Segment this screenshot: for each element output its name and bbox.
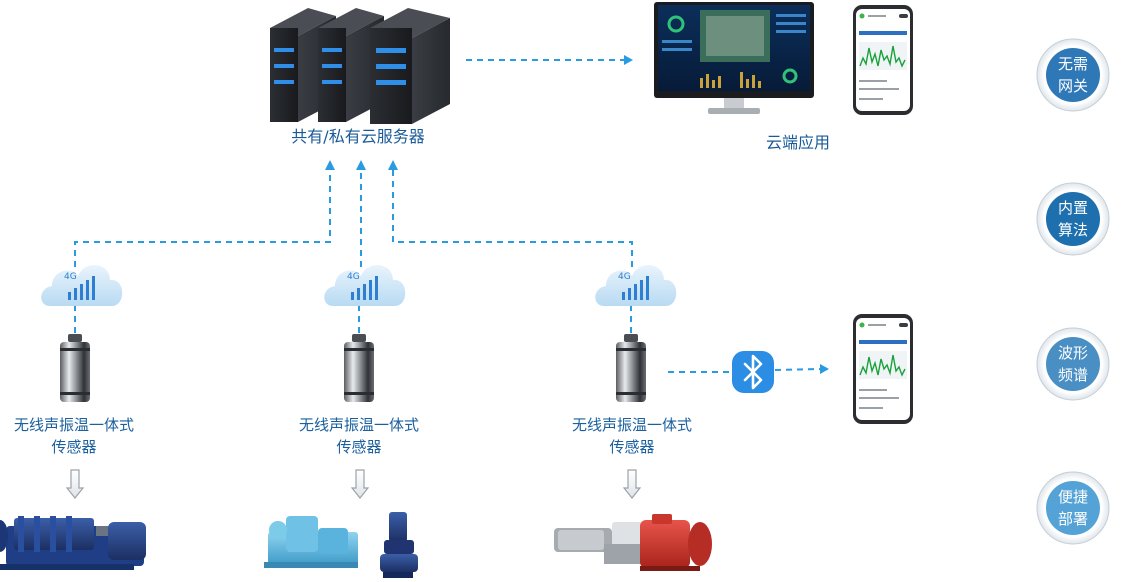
sensor-label-line2: 传感器 bbox=[336, 438, 382, 456]
sensor-label-line1: 无线声振温一体式 bbox=[13, 416, 134, 434]
sensor-icon bbox=[616, 334, 646, 402]
arrowhead-right-icon bbox=[820, 364, 829, 374]
server-label: 共有/私有云服务器 bbox=[291, 127, 425, 146]
arrowhead-right-icon bbox=[624, 55, 633, 65]
down-arrow-icon bbox=[65, 469, 85, 499]
4g-cloud-icon: 4G bbox=[595, 265, 677, 306]
4g-cloud-icon: 4G bbox=[41, 265, 123, 306]
sensor-label-line2: 传感器 bbox=[51, 438, 97, 456]
feature-line1: 便捷 bbox=[1057, 488, 1088, 506]
feature-badge-label: 波形 频谱 bbox=[1033, 342, 1113, 386]
feature-line1: 波形 bbox=[1057, 344, 1088, 362]
feature-badge-label: 无需 网关 bbox=[1033, 53, 1113, 97]
feature-badge-fill bbox=[1046, 481, 1100, 535]
uplink-right bbox=[392, 168, 633, 267]
feature-badge-fill bbox=[1046, 337, 1100, 391]
link-arrowheads bbox=[325, 55, 829, 374]
monitor-dashboard-icon bbox=[654, 2, 814, 114]
feature-line1: 内置 bbox=[1057, 199, 1088, 217]
feature-badge-built-in-algorithm bbox=[1036, 182, 1110, 256]
sensor-label: 无线声振温一体式 传感器 bbox=[289, 414, 429, 458]
feature-badge-fill bbox=[1046, 192, 1100, 246]
network-label: 4G bbox=[347, 272, 360, 282]
sensor-label-line1: 无线声振温一体式 bbox=[298, 416, 419, 434]
bluetooth-icon bbox=[732, 351, 774, 393]
down-arrow-icon bbox=[622, 469, 642, 499]
sensor-label-line2: 传感器 bbox=[609, 438, 655, 456]
multistage-pump-icon bbox=[0, 516, 146, 570]
sensor-icon bbox=[60, 334, 90, 402]
feature-badge-easy-deployment bbox=[1036, 471, 1110, 545]
sensor-label: 无线声振温一体式 传感器 bbox=[4, 414, 144, 458]
arrowhead-up-icon bbox=[356, 160, 366, 170]
sensor-icon bbox=[344, 334, 374, 402]
network-label: 4G bbox=[618, 272, 631, 282]
feature-line1: 无需 bbox=[1057, 55, 1088, 73]
bluetooth-phone-link bbox=[774, 368, 823, 371]
compressor-icon bbox=[264, 516, 358, 568]
feature-line2: 网关 bbox=[1057, 77, 1088, 95]
motor-pump-icon bbox=[554, 514, 712, 571]
uplink-left bbox=[74, 168, 331, 267]
feature-badge-label: 内置 算法 bbox=[1033, 197, 1113, 241]
mobile-app-icon-bottom bbox=[853, 314, 913, 424]
feature-badge-waveform-spectrum bbox=[1036, 327, 1110, 401]
feature-line2: 频谱 bbox=[1057, 366, 1088, 384]
mobile-app-icon-top bbox=[853, 5, 913, 115]
feature-line2: 算法 bbox=[1057, 221, 1088, 239]
feature-badge-label: 便捷 部署 bbox=[1033, 486, 1113, 530]
network-label: 4G bbox=[64, 272, 77, 282]
feature-badge-fill bbox=[1046, 48, 1100, 102]
feature-line2: 部署 bbox=[1057, 510, 1088, 528]
cloud-app-label: 云端应用 bbox=[765, 133, 830, 152]
arrowhead-up-icon bbox=[388, 160, 398, 170]
down-arrow-icon bbox=[350, 469, 370, 499]
4g-cloud-icon: 4G bbox=[324, 265, 406, 306]
cloud-server-icon bbox=[270, 8, 450, 124]
sensor-label: 无线声振温一体式 传感器 bbox=[562, 414, 702, 458]
arrowhead-up-icon bbox=[325, 160, 335, 170]
sensor-label-line1: 无线声振温一体式 bbox=[571, 416, 692, 434]
data-links bbox=[74, 59, 823, 373]
vertical-pump-icon bbox=[380, 512, 418, 578]
feature-badge-no-gateway bbox=[1036, 38, 1110, 112]
